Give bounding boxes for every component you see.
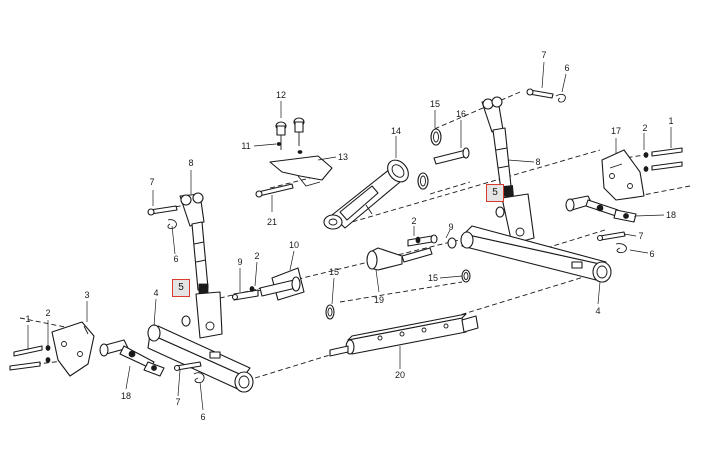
- lower-link-right: [460, 225, 612, 283]
- callout-2-left: 2: [45, 308, 51, 318]
- callout-3: 3: [84, 290, 90, 300]
- callout-7-left-bottom: 7: [175, 397, 181, 407]
- callout-6-right: 6: [649, 249, 655, 259]
- callout-7-left-top: 7: [149, 177, 155, 187]
- bolts-right: [643, 147, 683, 172]
- callout-9-left: 9: [237, 257, 243, 267]
- pin-7-top: [526, 88, 566, 103]
- callout-20: 20: [394, 370, 406, 380]
- bracket-10: [231, 267, 305, 301]
- washer-9-right: [447, 237, 457, 249]
- callout-1-right: 1: [668, 116, 674, 126]
- callout-15-right: 15: [427, 273, 439, 283]
- callout-2-left-center: 2: [254, 251, 260, 261]
- callout-1-left: 1: [25, 314, 31, 324]
- rings-lower: [325, 269, 471, 320]
- callout-6-left-top: 6: [173, 254, 179, 264]
- lift-rod-left: [179, 192, 223, 339]
- bracket-3: [51, 321, 95, 377]
- pin-7-right: [596, 231, 627, 253]
- callout-13: 13: [337, 152, 349, 162]
- callout-7-top: 7: [541, 50, 547, 60]
- callout-14: 14: [390, 126, 402, 136]
- callout-9-center: 9: [448, 222, 454, 232]
- leader-lines: [27, 61, 672, 411]
- stabilizer-right: [565, 195, 637, 223]
- callout-18-right: 18: [665, 210, 677, 220]
- callout-5-right-highlighted: 5: [486, 184, 504, 202]
- bracket-17: [601, 149, 645, 201]
- callout-16: 16: [455, 109, 467, 119]
- pin-21: [255, 183, 294, 198]
- callout-10: 10: [288, 240, 300, 250]
- callout-2-right: 2: [642, 123, 648, 133]
- callout-18-left: 18: [120, 391, 132, 401]
- callout-11: 11: [241, 141, 251, 151]
- callout-6-left-bottom: 6: [200, 412, 206, 422]
- callout-12: 12: [275, 90, 287, 100]
- callout-15-top: 15: [429, 99, 441, 109]
- pin-center: [407, 234, 438, 247]
- callout-2-center: 2: [411, 216, 417, 226]
- callout-8-left: 8: [188, 158, 194, 168]
- lower-link-left: [147, 324, 254, 393]
- top-link: [323, 159, 409, 230]
- pin-16: [417, 128, 470, 190]
- stabilizer-left: [99, 339, 165, 377]
- callout-21: 21: [266, 217, 278, 227]
- callout-5-left-highlighted: 5: [172, 279, 190, 297]
- callout-6-top: 6: [564, 63, 570, 73]
- callout-4-left: 4: [153, 288, 159, 298]
- callout-4-right: 4: [595, 306, 601, 316]
- lift-rod-right: [481, 96, 535, 245]
- pin-7-left-bottom: [173, 361, 205, 383]
- pin-7-left-top: [147, 205, 178, 229]
- callout-7-right: 7: [638, 231, 644, 241]
- callout-8-right: 8: [535, 157, 541, 167]
- top-link-bracket: [269, 117, 333, 187]
- bolts-left: [9, 345, 51, 371]
- pin-19: [366, 247, 433, 271]
- cross-shaft: [329, 313, 479, 357]
- callout-15-left: 15: [328, 267, 340, 277]
- callout-17: 17: [610, 126, 622, 136]
- callout-19: 19: [373, 295, 385, 305]
